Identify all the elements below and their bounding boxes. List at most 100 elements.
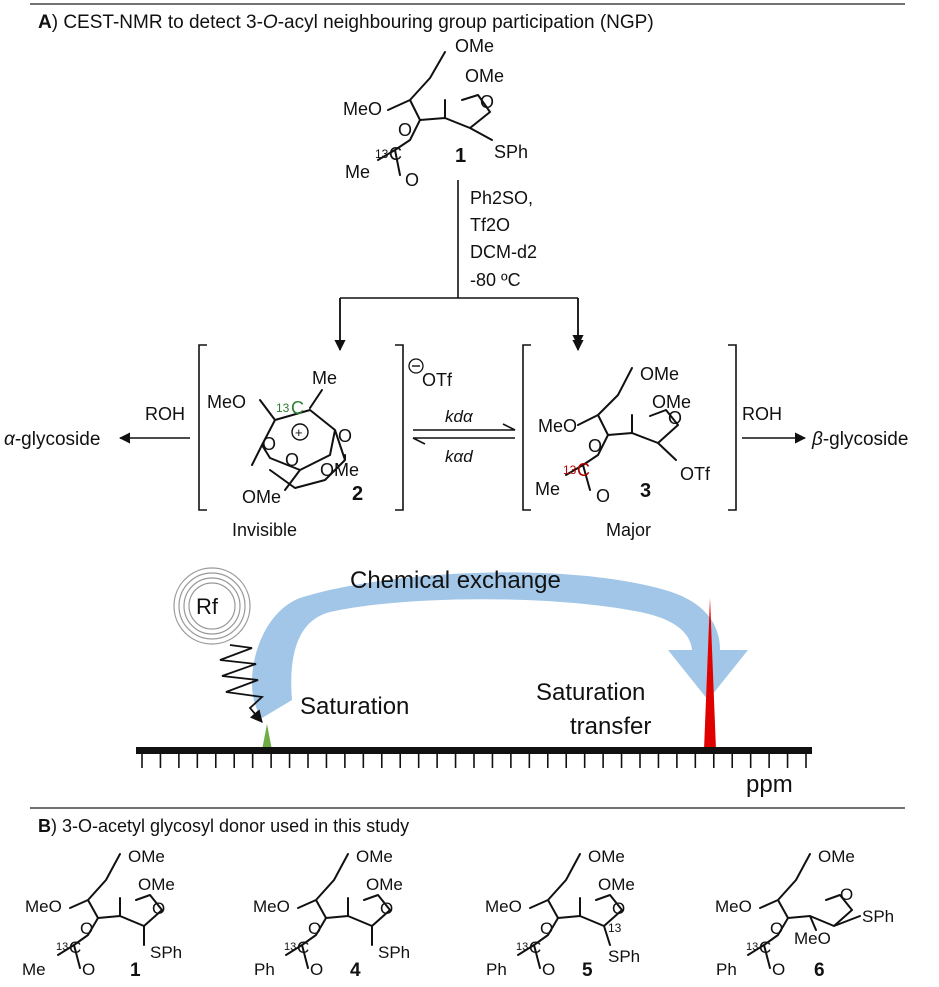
bracket-3-left — [522, 344, 531, 511]
d4-c13: 13 — [284, 941, 296, 953]
d5-leaving: SPh — [608, 947, 640, 966]
c1-meo: MeO — [343, 99, 382, 119]
i3-otf: OTf — [680, 464, 711, 484]
d4-number: 4 — [350, 960, 361, 981]
i2-counterion: OTf — [422, 370, 453, 390]
d1-ome-top: OMe — [128, 847, 165, 866]
d1-ring-o: O — [152, 899, 165, 918]
d1-ome-ring: OMe — [138, 875, 175, 894]
rf-pulse-icon: Rf — [173, 567, 251, 645]
i3-carbonyl-o: O — [596, 486, 610, 506]
i2-c13: 13 — [276, 401, 290, 415]
i3-ome-top: OMe — [640, 364, 679, 384]
i2-caption: Invisible — [232, 520, 297, 540]
equilibrium-forward — [413, 423, 516, 431]
bracket-2-left — [198, 344, 207, 511]
d6-carbonyl-o: O — [772, 960, 785, 979]
left-reagent: ROH — [145, 404, 185, 424]
i3-caption: Major — [606, 520, 651, 540]
transfer-label-2: transfer — [570, 713, 651, 740]
d4-c: C — [297, 938, 309, 957]
i3-ome-ring: OMe — [652, 392, 691, 412]
d1-acyl: Me — [22, 960, 46, 979]
cond-line-1: Ph2SO, — [470, 188, 533, 208]
cond-line-2: Tf2O — [470, 215, 510, 235]
ppm-axis — [136, 747, 812, 768]
d5-ome-ring: OMe — [598, 875, 635, 894]
saturation-peak — [262, 724, 272, 750]
d4-carbonyl-o: O — [310, 960, 323, 979]
d1-number: 1 — [130, 960, 141, 981]
right-reagent: ROH — [742, 404, 782, 424]
left-product: α-glycoside — [4, 429, 100, 450]
cation-plus-circle — [291, 423, 309, 441]
i2-plus: + — [295, 425, 303, 440]
c1-ome-top: OMe — [455, 36, 494, 56]
i2-number: 2 — [352, 483, 363, 505]
donor-4: OMe OMe MeO O O 13 C Ph O 4 SPh — [253, 847, 410, 981]
c1-ester-o: O — [398, 120, 412, 140]
intermediate-2-structure: Me MeO 13 C + O O O OMe OMe 2 — [207, 368, 363, 507]
d4-leaving: SPh — [378, 943, 410, 962]
i2-ome-right: OMe — [320, 460, 359, 480]
d1-c13: 13 — [56, 941, 68, 953]
i3-ester-o: O — [588, 436, 602, 456]
cond-line-4: -80 ºC — [470, 270, 521, 290]
i2-o1: O — [338, 426, 352, 446]
compound-1-structure: OMe OMe MeO O O 13 C Me O 1 SPh — [343, 36, 528, 190]
transfer-label-1: Saturation — [536, 679, 645, 706]
i3-meo: MeO — [538, 416, 577, 436]
i2-meo: MeO — [207, 392, 246, 412]
d6-ester-o: O — [770, 919, 783, 938]
donor-1: OMe OMe MeO O O 13 C Me O 1 SPh — [22, 847, 182, 981]
d5-acyl: Ph — [486, 960, 507, 979]
saturation-label: Saturation — [300, 693, 409, 720]
d6-meo: MeO — [715, 897, 752, 916]
d1-leaving: SPh — [150, 943, 182, 962]
c1-number: 1 — [455, 145, 466, 167]
d5-c: C — [529, 938, 541, 957]
d4-ome-ring: OMe — [366, 875, 403, 894]
c1-c13: 13 — [375, 147, 389, 161]
exchange-arrow — [251, 572, 749, 718]
donor-5: OMe OMe MeO O O 13 C 13 Ph O 5 SPh — [485, 847, 640, 981]
c1-me: Me — [345, 162, 370, 182]
right-product: β-glycoside — [811, 429, 908, 450]
d4-ome-top: OMe — [356, 847, 393, 866]
c1-c: C — [389, 144, 402, 164]
triflate-minus-circle — [408, 358, 424, 374]
d5-carbonyl-o: O — [542, 960, 555, 979]
d6-number: 6 — [814, 960, 825, 981]
axis-unit: ppm — [746, 771, 793, 798]
d4-acyl: Ph — [254, 960, 275, 979]
d5-c13: 13 — [516, 941, 528, 953]
donor-6: OMe MeO O O MeO 13 C Ph O 6 SPh — [715, 847, 894, 981]
d4-meo: MeO — [253, 897, 290, 916]
i2-ome-bottom: OMe — [242, 487, 281, 507]
exchange-label: Chemical exchange — [350, 567, 561, 594]
d5-ring-o: O — [612, 899, 625, 918]
d1-c: C — [69, 938, 81, 957]
d5-number: 5 — [582, 960, 593, 981]
section-a-title: A) CEST-NMR to detect 3-O-acyl neighbour… — [38, 12, 654, 33]
d6-ome-top: OMe — [818, 847, 855, 866]
d4-ring-o: O — [380, 899, 393, 918]
k-reverse: kαd — [445, 447, 473, 466]
d5-ome-top: OMe — [588, 847, 625, 866]
i3-c13: 13 — [563, 463, 577, 477]
d1-ester-o: O — [80, 919, 93, 938]
i3-ring-o: O — [668, 408, 682, 428]
i3-me: Me — [535, 479, 560, 499]
i2-me: Me — [312, 368, 337, 388]
rf-squiggle — [219, 644, 265, 723]
rf-label: Rf — [196, 594, 219, 619]
section-b-title: B) 3-O-acetyl glycosyl donor used in thi… — [38, 816, 409, 836]
i2-o3: O — [285, 450, 299, 470]
equilibrium-reverse — [412, 437, 515, 445]
d6-leaving: SPh — [862, 907, 894, 926]
d6-c: C — [759, 938, 771, 957]
d6-meo-2: MeO — [794, 929, 831, 948]
i2-o2: O — [262, 434, 276, 454]
i3-number: 3 — [640, 480, 651, 502]
